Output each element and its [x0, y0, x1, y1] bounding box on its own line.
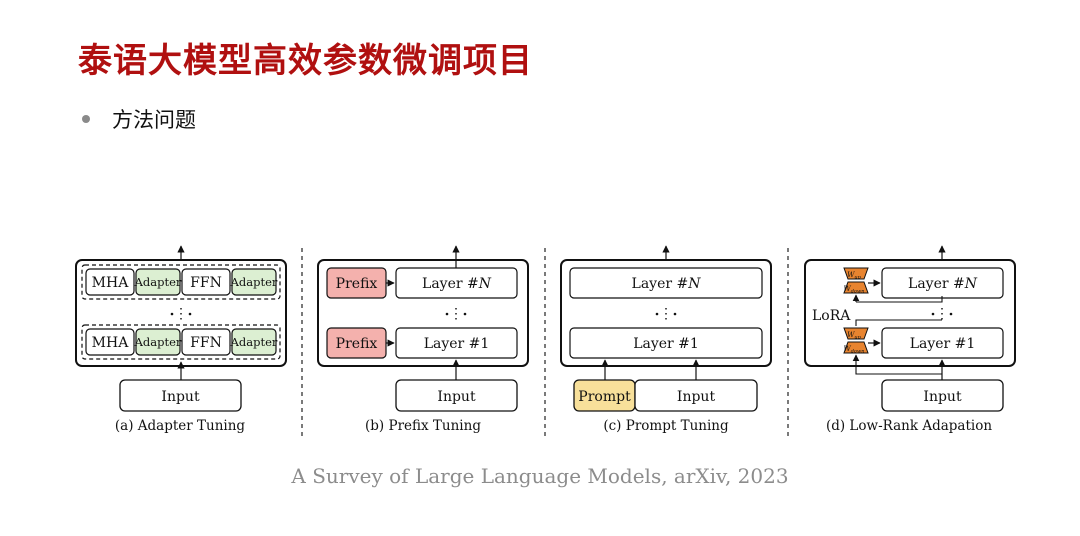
- dot: [655, 312, 659, 316]
- ellipsis-icon: ⋮: [935, 306, 949, 322]
- adapter-label: Adapter: [230, 335, 278, 349]
- dot: [463, 312, 467, 316]
- panel-caption: (d) Low-Rank Adapation: [826, 418, 992, 434]
- w-down-label: Wdown: [844, 345, 865, 355]
- input-block: [634, 379, 758, 412]
- peft-methods-figure: MHA Adapter FFN Adapter ⋮ MHA Adapter FF…: [75, 245, 1016, 436]
- panel-caption: (c) Prompt Tuning: [603, 418, 729, 434]
- lora-w-up-icon: [843, 327, 869, 340]
- input-label: Input: [677, 389, 716, 405]
- layer-1-label: Layer #1: [424, 336, 490, 352]
- lora-path: [856, 296, 943, 303]
- ffn-block: [181, 268, 231, 296]
- lora-w-up-icon: [843, 267, 869, 280]
- panel-prefix-tuning: Prefix Layer #N ⋮ Prefix Layer #1 Input …: [317, 245, 529, 434]
- layer-1-label: Layer #1: [633, 336, 699, 352]
- input-block: [119, 379, 242, 412]
- layer-n-label: Layer #N: [632, 276, 702, 292]
- model-frame: [560, 259, 772, 367]
- ffn-label: FFN: [190, 275, 222, 291]
- input-block: [881, 379, 1004, 412]
- layer-n-block: [569, 267, 763, 299]
- lora-path: [852, 354, 942, 375]
- layer-n-block: [395, 267, 518, 299]
- panel-caption: (a) Adapter Tuning: [115, 418, 246, 434]
- layer-top: [81, 264, 281, 300]
- dot: [931, 312, 935, 316]
- mha-label: MHA: [92, 335, 130, 351]
- dot: [170, 312, 174, 316]
- model-frame: [804, 259, 1016, 367]
- panel-prompt-tuning: Layer #N ⋮ Layer #1 Prompt Input (c) Pro…: [560, 245, 772, 434]
- w-up-label: Wup: [847, 271, 861, 281]
- prefix-label: Prefix: [336, 276, 378, 292]
- lora-label: LoRA: [812, 308, 851, 324]
- input-block: [395, 379, 518, 412]
- w-up-label: Wup: [847, 331, 861, 341]
- input-label: Input: [923, 389, 962, 405]
- lora-w-down-icon: [843, 341, 869, 354]
- model-frame: [317, 259, 529, 367]
- mha-label: MHA: [92, 275, 130, 291]
- dot: [445, 312, 449, 316]
- lora-path: [855, 319, 942, 326]
- prefix-label: Prefix: [336, 336, 378, 352]
- adapter-block: [135, 328, 181, 356]
- adapter-block: [231, 268, 277, 296]
- prompt-label: Prompt: [578, 389, 631, 405]
- slide-title: 泰语大模型高效参数微调项目: [78, 41, 533, 81]
- figure-citation: A Survey of Large Language Models, arXiv…: [291, 464, 789, 488]
- layer-1-block: [881, 327, 1004, 359]
- dot: [949, 312, 953, 316]
- lora-w-down-icon: [843, 281, 869, 294]
- w-down-label: Wdown: [844, 285, 865, 295]
- bullet-dot-icon: [82, 115, 90, 123]
- ellipsis-icon: ⋮: [174, 306, 188, 322]
- ellipsis-icon: ⋮: [449, 306, 463, 322]
- layer-1-block: [395, 327, 518, 359]
- mha-block: [85, 268, 135, 296]
- bullet-text: 方法问题: [112, 108, 196, 132]
- adapter-label: Adapter: [134, 335, 182, 349]
- ffn-block: [181, 328, 231, 356]
- ellipsis-icon: ⋮: [659, 306, 673, 322]
- layer-1-label: Layer #1: [910, 336, 976, 352]
- panel-lora: Layer #N Wup Wdown LoRA ⋮ Layer #1 Wup W…: [804, 245, 1016, 434]
- ffn-label: FFN: [190, 335, 222, 351]
- dot: [673, 312, 677, 316]
- dot: [188, 312, 192, 316]
- layer-n-label: Layer #N: [908, 276, 978, 292]
- input-label: Input: [161, 389, 200, 405]
- adapter-block: [231, 328, 277, 356]
- mha-block: [85, 328, 135, 356]
- adapter-label: Adapter: [230, 275, 278, 289]
- input-label: Input: [437, 389, 476, 405]
- bullet-item: 方法问题: [82, 104, 196, 134]
- layer-n-label: Layer #N: [422, 276, 492, 292]
- adapter-block: [135, 268, 181, 296]
- layer-bottom: [81, 324, 281, 360]
- layer-1-block: [569, 327, 763, 359]
- panel-caption: (b) Prefix Tuning: [365, 418, 481, 434]
- adapter-label: Adapter: [134, 275, 182, 289]
- panel-adapter-tuning: MHA Adapter FFN Adapter ⋮ MHA Adapter FF…: [75, 245, 287, 434]
